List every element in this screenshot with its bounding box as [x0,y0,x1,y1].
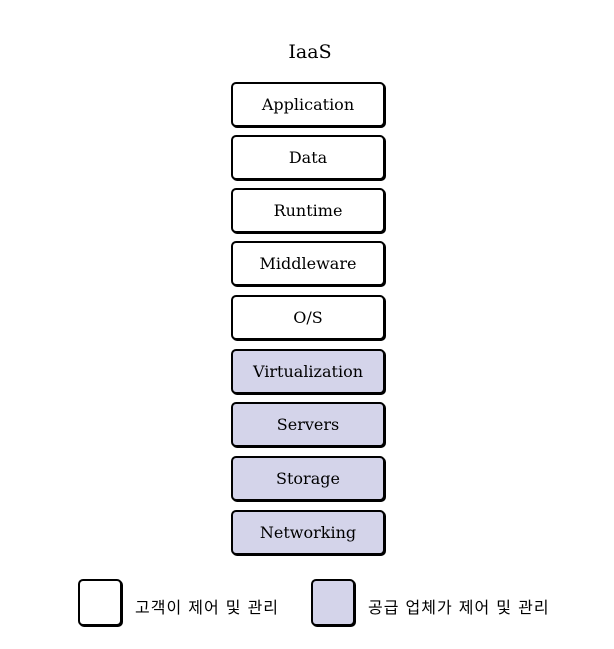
legend-provider-label: 공급 업체가 제어 및 관리 [368,598,550,617]
layer-runtime: Runtime [231,188,385,233]
layer-label: Networking [259,523,357,542]
legend-customer-swatch [78,579,122,626]
layer-storage: Storage [231,456,385,501]
layer-label: Servers [276,415,340,434]
layer-label: Storage [276,469,340,488]
layer-middleware: Middleware [231,241,385,286]
legend-customer-label: 고객이 제어 및 관리 [135,598,280,617]
layer-label: Runtime [273,201,343,220]
legend-provider-swatch [311,579,355,626]
layer-virtualization: Virtualization [231,349,385,394]
layer-networking: Networking [231,510,385,555]
layer-data: Data [231,135,385,180]
layer-os: O/S [231,295,385,340]
layer-stack: Application Data Runtime Middleware O/S … [231,0,389,649]
layer-label: Middleware [259,254,357,273]
layer-servers: Servers [231,402,385,447]
layer-label: Application [261,95,355,114]
layer-label: O/S [293,308,323,327]
diagram-title: IaaS [288,41,332,63]
layer-application: Application [231,82,385,127]
layer-label: Virtualization [253,362,363,381]
layer-label: Data [288,148,328,167]
